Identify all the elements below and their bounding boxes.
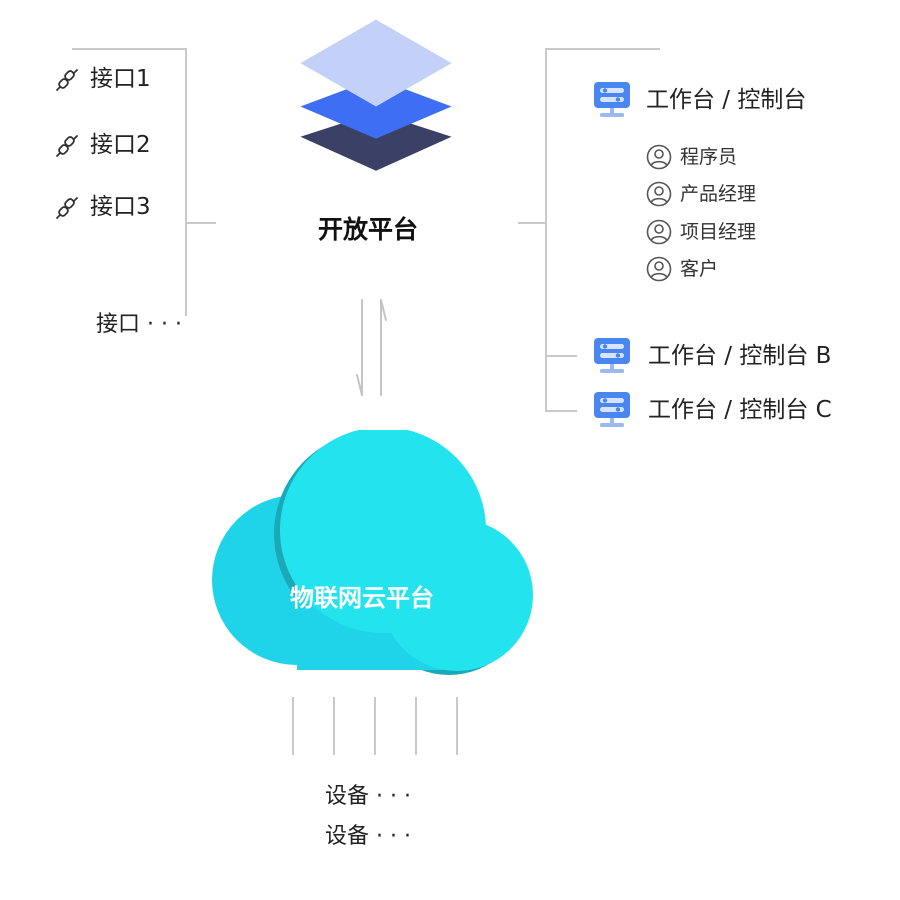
- role-label: 产品经理: [680, 183, 757, 205]
- device-line: [456, 697, 458, 755]
- interface-label: 接口1: [90, 66, 151, 92]
- user-icon: [646, 181, 672, 207]
- cloud-icon: [212, 430, 533, 675]
- user-icon: [646, 219, 672, 245]
- workstations-bracket-vertical: [545, 48, 547, 412]
- plug-icon: [56, 197, 78, 219]
- workstations-bracket-connector: [518, 222, 546, 224]
- open-platform-title: 开放平台: [318, 215, 419, 244]
- role-label: 客户: [680, 258, 719, 280]
- device-line: [292, 697, 294, 755]
- bidirectional-arrow-icon: [356, 299, 387, 396]
- device-label: 设备 · · ·: [325, 784, 411, 809]
- device-line: [374, 697, 376, 755]
- interface-label: 接口2: [90, 132, 151, 158]
- interfaces-bracket-connector: [186, 222, 216, 224]
- interface-label: 接口3: [90, 194, 151, 220]
- plug-icon: [56, 135, 78, 157]
- interfaces-bracket-top: [72, 48, 187, 50]
- role-label: 项目经理: [680, 221, 757, 243]
- interfaces-bracket-vertical: [185, 48, 187, 316]
- workstations-bracket-top: [545, 48, 660, 50]
- layers-icon: [300, 19, 452, 171]
- workstation-label: 工作台 / 控制台 B: [648, 343, 832, 369]
- user-icon: [646, 256, 672, 282]
- workstations-bracket-b: [545, 355, 577, 357]
- device-line: [333, 697, 335, 755]
- role-label: 程序员: [680, 146, 738, 168]
- device-label: 设备 · · ·: [325, 824, 411, 849]
- interface-more-label: 接口 · · ·: [96, 312, 182, 337]
- cloud-label: 物联网云平台: [290, 584, 434, 612]
- plug-icon: [56, 69, 78, 91]
- device-line: [415, 697, 417, 755]
- monitor-icon: [594, 392, 630, 427]
- workstations-bracket-c: [545, 410, 577, 412]
- workstation-label: 工作台 / 控制台: [646, 87, 807, 113]
- monitor-icon: [594, 338, 630, 373]
- user-icon: [646, 144, 672, 170]
- workstation-label: 工作台 / 控制台 C: [648, 397, 832, 423]
- monitor-icon: [594, 82, 630, 117]
